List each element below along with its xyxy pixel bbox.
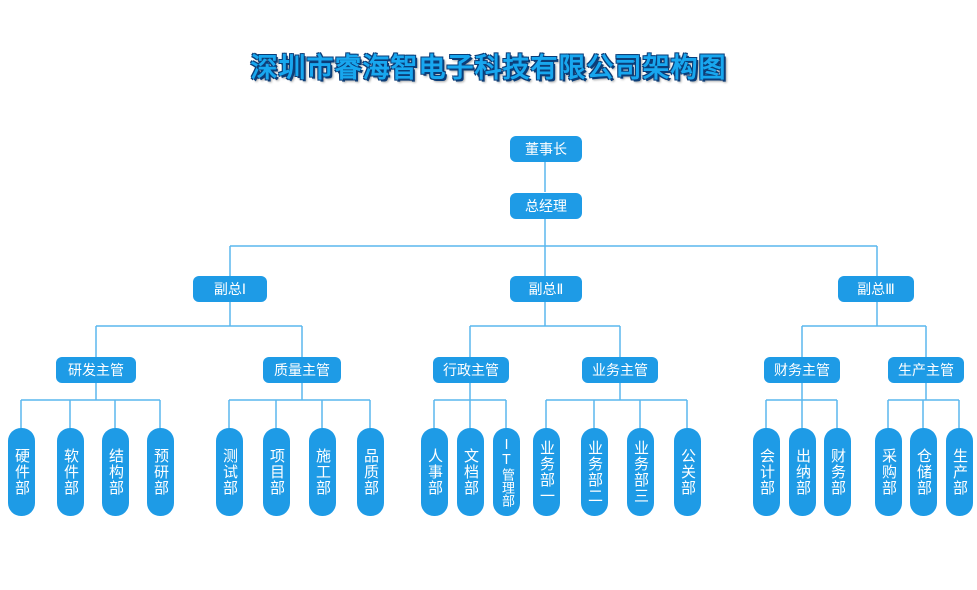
dept-project: 项目部 bbox=[263, 428, 290, 516]
dept-purchasing: 采购部 bbox=[875, 428, 902, 516]
dept-business-1: 业务部一 bbox=[533, 428, 560, 516]
dept-hr: 人事部 bbox=[421, 428, 448, 516]
manager-quality: 质量主管 bbox=[263, 357, 341, 383]
vp-node-3: 副总Ⅲ bbox=[838, 276, 914, 302]
dept-production: 生产部 bbox=[946, 428, 973, 516]
vp-node-1: 副总Ⅰ bbox=[193, 276, 267, 302]
dept-hardware: 硬件部 bbox=[8, 428, 35, 516]
dept-quality: 品质部 bbox=[357, 428, 384, 516]
manager-rd: 研发主管 bbox=[56, 357, 136, 383]
dept-cashier: 出纳部 bbox=[789, 428, 816, 516]
gm-node: 总经理 bbox=[510, 193, 582, 219]
dept-documents: 文档部 bbox=[457, 428, 484, 516]
dept-construction: 施工部 bbox=[309, 428, 336, 516]
dept-business-2: 业务部二 bbox=[581, 428, 608, 516]
dept-accounting: 会计部 bbox=[753, 428, 780, 516]
dept-warehouse: 仓储部 bbox=[910, 428, 937, 516]
manager-finance: 财务主管 bbox=[764, 357, 840, 383]
manager-business: 业务主管 bbox=[582, 357, 658, 383]
chart-title: 深圳市睿海智电子科技有限公司架构图 bbox=[250, 53, 727, 84]
dept-finance: 财务部 bbox=[824, 428, 851, 516]
dept-research: 预研部 bbox=[147, 428, 174, 516]
manager-production: 生产主管 bbox=[888, 357, 964, 383]
vp-node-2: 副总Ⅱ bbox=[510, 276, 582, 302]
chairman-node: 董事长 bbox=[510, 136, 582, 162]
dept-it: IT管理部 bbox=[493, 428, 520, 516]
dept-software: 软件部 bbox=[57, 428, 84, 516]
dept-pr: 公关部 bbox=[674, 428, 701, 516]
dept-business-3: 业务部三 bbox=[627, 428, 654, 516]
dept-structure: 结构部 bbox=[102, 428, 129, 516]
manager-admin: 行政主管 bbox=[433, 357, 509, 383]
dept-testing: 测试部 bbox=[216, 428, 243, 516]
